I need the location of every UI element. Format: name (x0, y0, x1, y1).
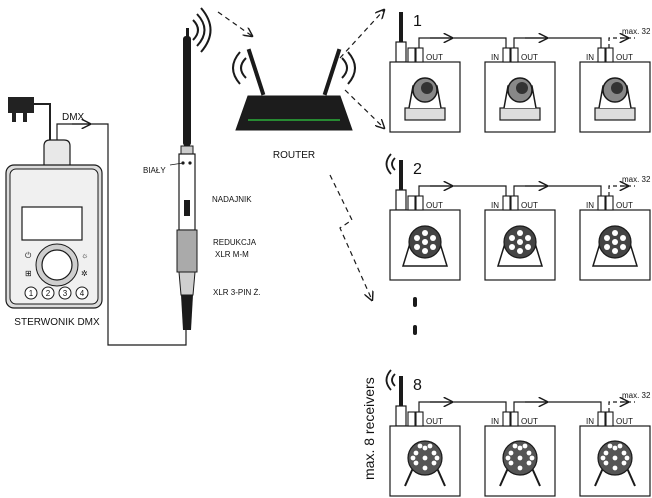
xlr-label: XLR 3-PIN Ż. (213, 288, 261, 297)
ellipsis-dots (413, 297, 417, 335)
router-antenna-left-icon (246, 48, 266, 96)
controller-button-4[interactable] (75, 286, 89, 300)
receiver-wifi-icon (391, 157, 396, 171)
router (232, 48, 356, 131)
controller-knob[interactable] (41, 249, 73, 281)
chain-continue-line (608, 185, 635, 196)
chain-continue-line (608, 401, 635, 412)
receiver-antenna-icon (399, 12, 403, 42)
dmx-chain-line (513, 401, 602, 412)
in-port-label: IN (586, 53, 594, 62)
controller-button-3-label: 3 (63, 289, 68, 298)
receiver-wifi-icon (385, 369, 392, 391)
controller-buttons: 1 2 3 4 (24, 286, 89, 300)
fixture: OUT IN (484, 401, 602, 497)
receiver-wifi-icon (385, 153, 392, 175)
in-port-label: IN (586, 417, 594, 426)
controller-label: STERWONIK DMX (14, 317, 100, 328)
out-port-label: OUT (521, 53, 538, 62)
in-port-label: IN (491, 201, 499, 210)
fan-icon: ✲ (81, 269, 88, 278)
out-port-label: OUT (426, 53, 443, 62)
dmx-controller: ⏻ ☼ ⊞ ✲ 1 2 3 4 (5, 139, 103, 309)
out-port-label: OUT (426, 201, 443, 210)
router-label: ROUTER (273, 150, 315, 161)
controller-button-4-label: 4 (80, 289, 85, 298)
power-icon: ⏻ (25, 251, 32, 260)
dmx-chain-line (418, 185, 507, 196)
out-port-label: OUT (521, 201, 538, 210)
fixture: OUT IN (484, 185, 602, 281)
receiver-antenna-icon (399, 376, 403, 406)
max-32-label: max. 32 (622, 27, 651, 36)
group-number: 1 (413, 13, 422, 30)
fixture: OUT IN (579, 37, 651, 133)
bulb-icon: ☼ (81, 251, 88, 260)
in-port-label: IN (491, 53, 499, 62)
controller-button-1-label: 1 (29, 289, 34, 298)
fixture: OUT IN (484, 37, 602, 133)
out-port-label: OUT (521, 417, 538, 426)
dmx-chain-line (418, 37, 507, 48)
controller-button-2-label: 2 (46, 289, 51, 298)
receiver-antenna-icon (399, 160, 403, 190)
wireless-transmitter (176, 28, 198, 330)
dmx-chain-line (418, 401, 507, 412)
fixture: OUT IN (579, 185, 651, 281)
out-port-label: OUT (616, 417, 633, 426)
grid-icon: ⊞ (25, 269, 32, 278)
signal-arrow (217, 11, 252, 36)
router-signal-arrows (329, 10, 384, 300)
group-number: 8 (413, 377, 422, 394)
controller-display (21, 206, 83, 241)
nadajnik-label: NADAJNIK (212, 195, 252, 204)
max-32-label: max. 32 (622, 175, 651, 184)
router-antenna-right-icon (322, 48, 342, 96)
white-label: BIAŁY (143, 166, 166, 175)
in-port-label: IN (491, 417, 499, 426)
out-port-label: OUT (426, 417, 443, 426)
group-number: 2 (413, 161, 422, 178)
controller-button-3[interactable] (58, 286, 72, 300)
power-adapter-icon (8, 97, 51, 140)
out-port-label: OUT (616, 53, 633, 62)
fixture: OUT (389, 37, 507, 133)
max-32-label: max. 32 (622, 391, 651, 400)
dmx-label: DMX (62, 112, 85, 123)
out-port-label: OUT (616, 201, 633, 210)
fixture: OUT (389, 185, 507, 281)
fixture: OUT (389, 401, 507, 497)
controller-button-1[interactable] (24, 286, 38, 300)
fixture: OUT IN (579, 401, 651, 497)
antenna-icon (183, 36, 191, 146)
reduction-label-1: REDUKCJA (213, 238, 257, 247)
wifi-signal-icon (192, 7, 212, 53)
dmx-chain-line (513, 185, 602, 196)
max-receivers-label: max. 8 receivers (361, 377, 377, 480)
controller-button-2[interactable] (41, 286, 55, 300)
xlr-adapter (176, 229, 198, 273)
chain-continue-line (608, 37, 635, 48)
in-port-label: IN (586, 201, 594, 210)
reduction-label-2: XLR M-M (215, 250, 249, 259)
receiver-wifi-icon (391, 373, 396, 387)
dmx-chain-line (513, 37, 602, 48)
dmx-cable (56, 124, 187, 346)
